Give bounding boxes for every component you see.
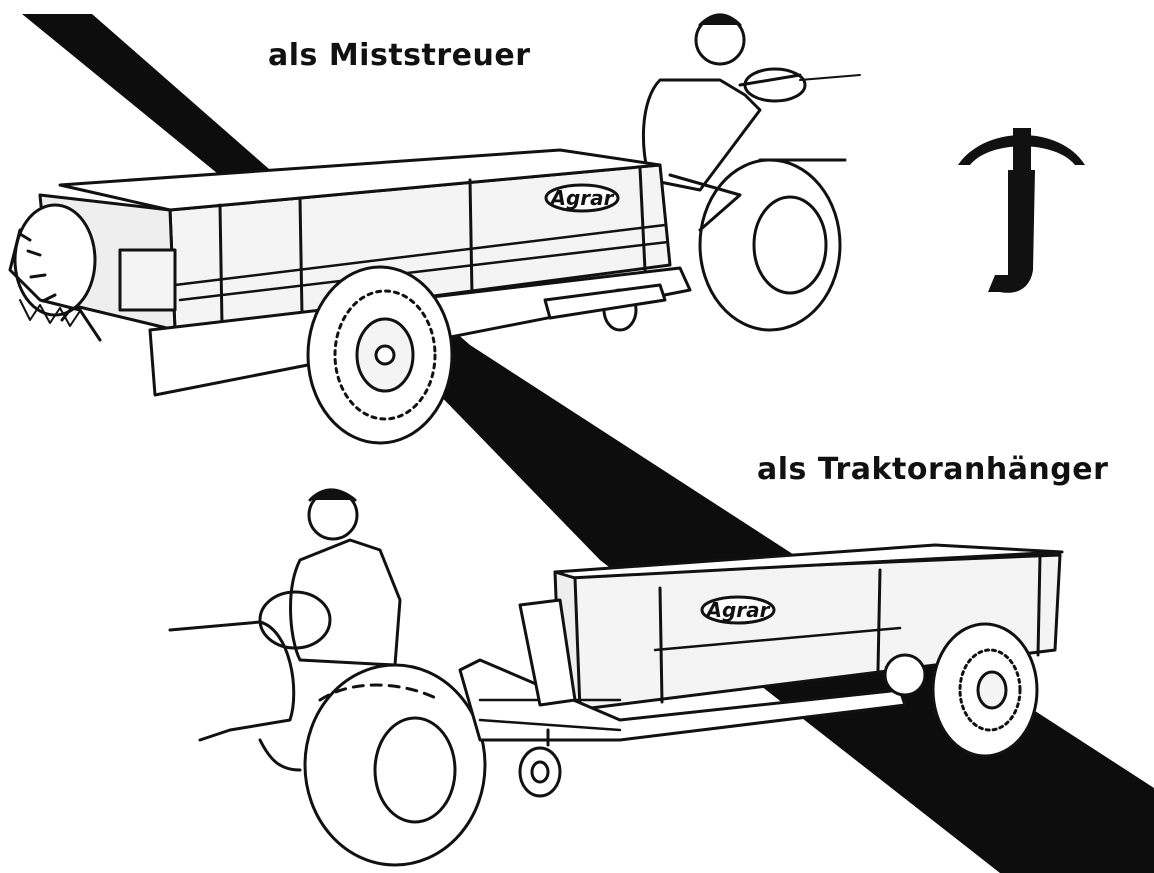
driver-bottom	[258, 488, 402, 772]
tractor-rear-wheel	[698, 158, 847, 332]
beater-roller	[8, 203, 102, 342]
spreader-wheel	[306, 265, 454, 445]
caster-wheel	[518, 728, 562, 798]
brand-badge-top	[544, 183, 620, 213]
spreader-box-top	[58, 148, 662, 212]
brand-badge-bottom	[700, 595, 776, 625]
tractor-trailer-illustration	[168, 488, 1064, 867]
brand-name-top: Agrar	[548, 186, 614, 210]
caption-tractor-trailer: als Traktoranhänger	[757, 452, 1109, 487]
trailer-wheel	[931, 622, 1039, 758]
trailer-drawbar	[458, 658, 907, 742]
caption-manure-spreader: als Miststreuer	[268, 38, 531, 73]
tractor-hood	[168, 620, 296, 742]
brand-name-bottom: Agrar	[704, 598, 770, 622]
tractor-front-wheel	[303, 663, 487, 867]
driver-top	[642, 13, 861, 232]
side-gearbox	[118, 248, 177, 312]
manure-spreader-illustration	[8, 13, 861, 445]
crossbow-hook-logo	[958, 128, 1085, 293]
